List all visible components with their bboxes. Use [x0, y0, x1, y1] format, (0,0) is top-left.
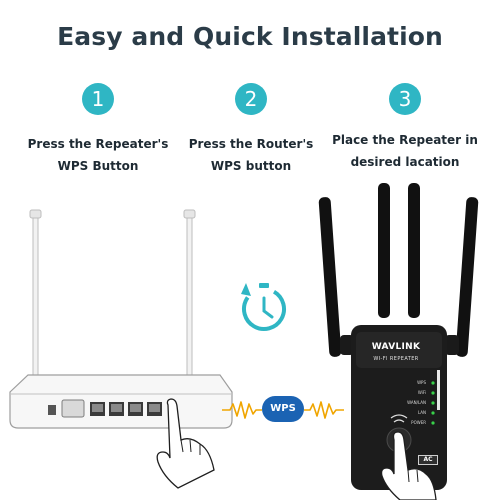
step-label-line: desired lacation [350, 155, 460, 169]
device-brand-logo: WAVLINK [371, 342, 421, 352]
hand-pointer-icon [380, 431, 437, 500]
step-label-line: Press the Repeater's [27, 137, 169, 151]
led-label: POWER [411, 420, 426, 425]
step-label: Press the Repeater's WPS Button [13, 133, 183, 177]
step-number-badge: 1 [82, 83, 114, 115]
led-label: WiFi [417, 390, 426, 395]
step-label-line: WPS Button [57, 159, 139, 173]
step-label: Press the Router's WPS button [166, 133, 336, 177]
timer-icon [241, 283, 286, 331]
step-label: Place the Repeater in desired lacation [320, 129, 490, 173]
step-label-line: Press the Router's [188, 137, 314, 151]
router-illustration [9, 209, 233, 429]
step-1: 1 Press the Repeater's WPS Button [13, 83, 183, 177]
step-number-badge: 2 [235, 83, 267, 115]
led-label: LAN [417, 410, 426, 415]
step-label-line: Place the Repeater in [332, 133, 478, 147]
step-label-line: WPS button [210, 159, 292, 173]
device-subtitle: WI-FI REPEATER [373, 356, 419, 362]
model-badge: AC [418, 455, 438, 465]
page-title: Easy and Quick Installation [57, 22, 443, 51]
repeater-illustration [318, 183, 479, 490]
led-label: WAN/LAN [407, 400, 426, 405]
led-label: WPS [417, 380, 426, 385]
signal-wave-icon [222, 401, 344, 419]
step-number-badge: 3 [389, 83, 421, 115]
step-2: 2 Press the Router's WPS button [166, 83, 336, 177]
wps-badge: WPS [262, 396, 304, 422]
hand-pointer-icon [156, 398, 215, 489]
step-3: 3 Place the Repeater in desired lacation [320, 83, 490, 173]
